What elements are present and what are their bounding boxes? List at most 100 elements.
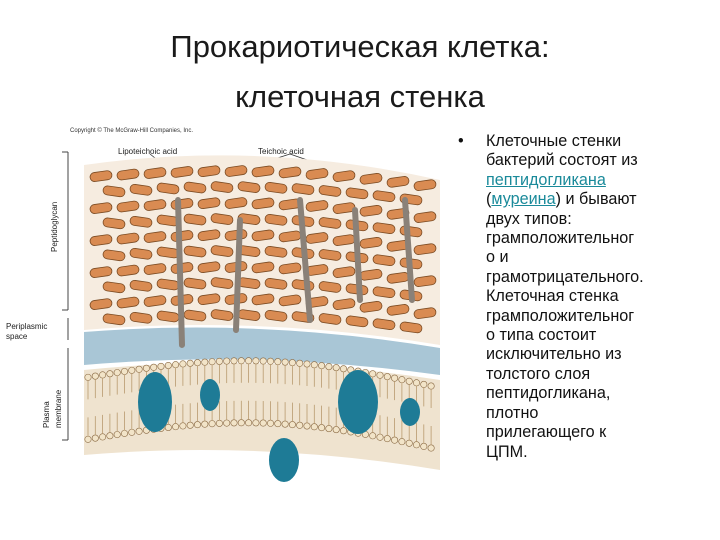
- lipid-head: [135, 427, 143, 435]
- peptidoglycan-rod: [116, 264, 140, 277]
- lipid-head: [376, 371, 384, 379]
- lipid-head: [420, 442, 428, 450]
- lipid-head: [376, 433, 384, 441]
- lipid-head: [288, 359, 296, 367]
- peptidoglycan-rod: [197, 197, 221, 210]
- membrane-protein: [200, 379, 220, 411]
- peptidoglycan-rod: [278, 262, 302, 275]
- lipid-head: [121, 367, 129, 375]
- peptidoglycan-rod: [291, 183, 315, 195]
- lipid-head: [201, 358, 209, 366]
- peptidoglycan-rod: [210, 181, 234, 193]
- lipid-head: [420, 380, 428, 388]
- lipid-head: [405, 377, 413, 385]
- peptidoglycan-rod: [278, 294, 302, 307]
- peptidoglycan-rod: [345, 187, 369, 200]
- lipid-head: [369, 432, 377, 440]
- peptidoglycan-rod: [413, 179, 437, 191]
- lipid-head: [296, 421, 304, 429]
- peptidoglycan-rod: [89, 234, 113, 246]
- peptidoglycan-rod: [332, 170, 356, 182]
- peptidoglycan-rod: [183, 181, 207, 194]
- peptidoglycan-rod: [278, 166, 302, 179]
- lipid-head: [106, 370, 114, 378]
- lipid-head: [179, 422, 187, 430]
- cell-wall-illustration: [62, 151, 440, 482]
- peptidoglycan-rod: [413, 211, 437, 223]
- lipid-head: [186, 421, 194, 429]
- peptidoglycan-rod: [129, 279, 153, 292]
- lipid-head: [208, 358, 216, 366]
- lipid-head: [274, 358, 282, 366]
- bullet-line: исключительно из: [486, 345, 622, 364]
- slide-title: Прокариотическая клетка: клеточная стенк…: [60, 22, 660, 122]
- membrane-protein: [269, 438, 299, 482]
- peptidoglycan-rod: [251, 165, 275, 178]
- lipid-head: [296, 359, 304, 367]
- peptidoglycan-rod: [359, 204, 383, 217]
- lipid-head: [252, 419, 260, 427]
- peptidoglycan-rod: [116, 296, 140, 309]
- lipid-head: [318, 362, 326, 370]
- peptidoglycan-rod: [318, 249, 342, 261]
- peptidoglycan-rod: [102, 313, 126, 326]
- peptidoglycan-rod: [318, 185, 342, 197]
- lipid-head: [164, 423, 172, 431]
- peptidoglycan-rod: [116, 200, 140, 213]
- peptidoglycan-rod: [129, 311, 153, 324]
- bullet-line: пептидогликана: [486, 171, 696, 190]
- peptidoglycan-rod: [89, 266, 113, 278]
- lipid-head: [405, 439, 413, 447]
- label-periplasmic: Periplasmic: [6, 322, 48, 331]
- lipid-head: [332, 426, 340, 434]
- lipid-head: [339, 427, 347, 435]
- peptidoglycan-rod: [372, 190, 396, 203]
- lipid-head: [383, 435, 391, 443]
- lipid-head: [237, 419, 245, 427]
- peptidoglycan-rod: [116, 168, 140, 181]
- bullet-text: Клеточные стенки бактерий состоят из пеп…: [486, 132, 696, 462]
- bullet-line: ЦПМ.: [486, 442, 528, 461]
- lipid-head: [427, 444, 435, 452]
- peptidoglycan-rod: [143, 263, 167, 275]
- label-periplasmic-space: space: [6, 332, 28, 341]
- lipid-head: [252, 357, 260, 365]
- peptidoglycan-rod: [143, 231, 167, 243]
- peptidoglycan-rod: [264, 214, 288, 226]
- peptidoglycan-rod: [332, 298, 356, 310]
- peptidoglycan-rod: [372, 222, 396, 235]
- peptidoglycan-rod: [210, 245, 234, 257]
- peptidoglycan-rod: [102, 217, 126, 230]
- peptidoglycan-rod: [102, 281, 126, 294]
- peptidoglycan-rod: [264, 310, 288, 322]
- peptidoglycan-rod: [318, 217, 342, 229]
- lipid-head: [215, 419, 223, 427]
- bullet-line: Клеточные стенки: [486, 132, 622, 150]
- peptidoglycan-rod: [237, 181, 261, 193]
- peptidoglycan-rod: [102, 185, 126, 198]
- bullet-line: грамположительног: [486, 229, 635, 248]
- lipid-head: [288, 421, 296, 429]
- peptidoglycan-rod: [143, 295, 167, 307]
- peptidoglycan-rod: [156, 182, 180, 195]
- lipid-head: [157, 362, 165, 370]
- link-peptidoglycan[interactable]: пептидогликана: [486, 170, 606, 189]
- link-murein[interactable]: муреина: [491, 190, 556, 209]
- peptidoglycan-rod: [170, 166, 194, 178]
- peptidoglycan-rod: [372, 318, 396, 331]
- lipid-head: [266, 357, 274, 365]
- peptidoglycan-rod: [359, 172, 383, 185]
- lipid-head: [150, 363, 158, 371]
- bullet-line-rest: ) и бывают: [555, 190, 637, 209]
- peptidoglycan-rod: [224, 165, 248, 177]
- lipid-head: [84, 435, 92, 443]
- bullet-line: грамположительног: [486, 306, 635, 325]
- peptidoglycan-rod: [102, 249, 126, 262]
- lipid-head: [201, 420, 209, 428]
- peptidoglycan-rod: [210, 277, 234, 289]
- peptidoglycan-rod: [386, 176, 410, 188]
- peptidoglycan-rod: [129, 183, 153, 196]
- peptidoglycan-rod: [386, 304, 410, 316]
- lipid-head: [128, 428, 136, 436]
- peptidoglycan-rod: [264, 246, 288, 258]
